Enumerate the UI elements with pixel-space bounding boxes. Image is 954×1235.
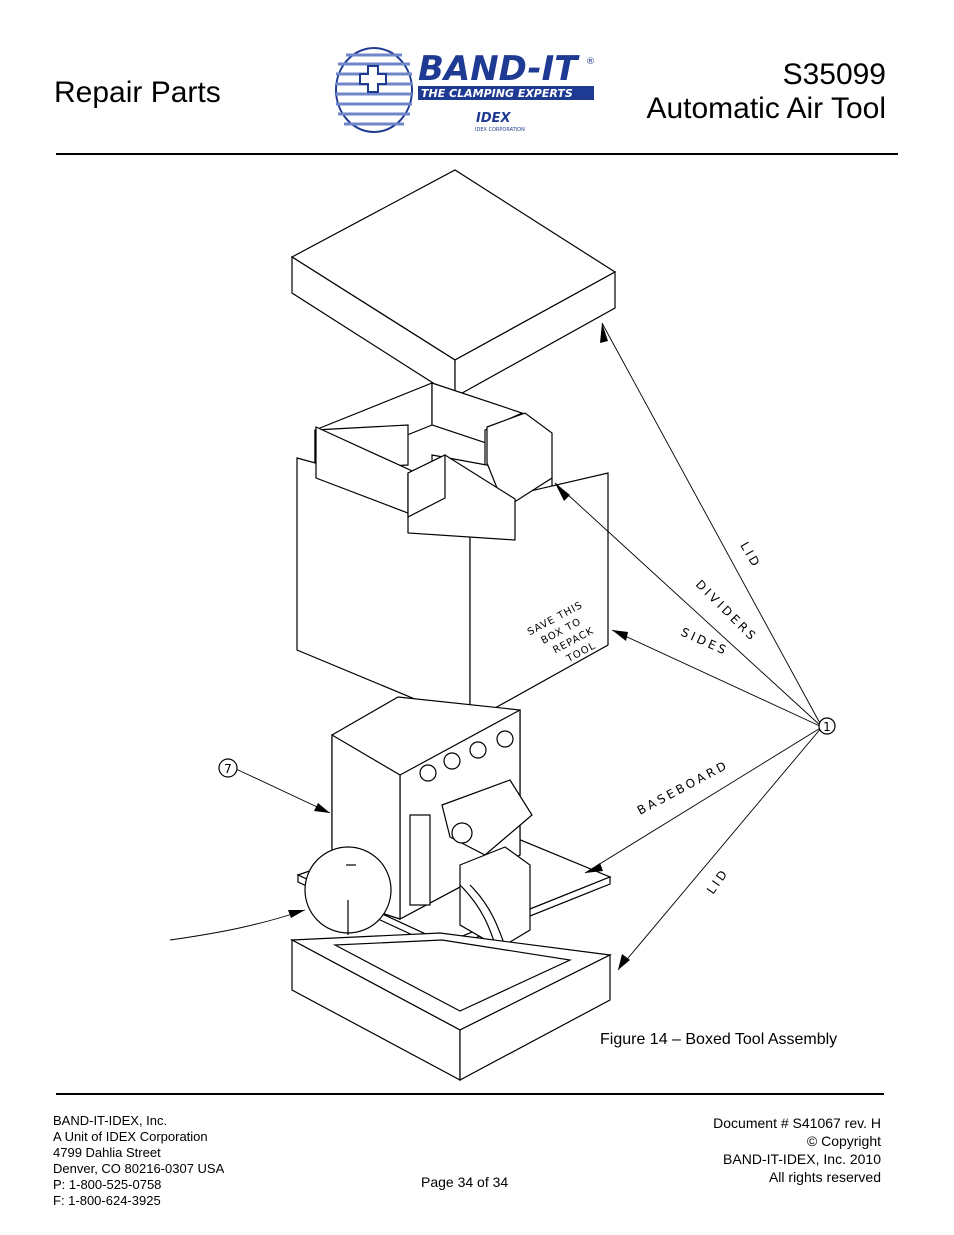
part-number: S35099 (782, 58, 886, 91)
company-phone: P: 1-800-525-0758 (53, 1177, 162, 1192)
svg-text:IDEX: IDEX (476, 111, 512, 126)
callout-item-7: 7 (218, 758, 238, 778)
label-lid-top: LID (737, 540, 763, 572)
svg-text:®: ® (586, 57, 595, 67)
company-name: BAND-IT-IDEX, Inc. (53, 1113, 168, 1128)
copyright-holder: BAND-IT-IDEX, Inc. 2010 (723, 1151, 881, 1167)
label-sides: SIDES (679, 625, 731, 658)
tool-name: Automatic Air Tool (646, 92, 886, 125)
footer-rule (56, 1093, 884, 1095)
callout-item-1: 1 (818, 717, 836, 735)
company-address: BAND-IT-IDEX, Inc. A Unit of IDEX Corpor… (53, 1113, 224, 1209)
company-city: Denver, CO 80216-0307 USA (53, 1161, 225, 1176)
boxed-tool-assembly-drawing: 1 7 SAVE THIS BOX TO REPACK TOOL LID DIV… (169, 169, 836, 1082)
document-info: Document # S41067 rev. H © Copyright BAN… (713, 1114, 881, 1186)
svg-text:THE CLAMPING EXPERTS: THE CLAMPING EXPERTS (421, 87, 573, 100)
svg-text:BAND-IT: BAND-IT (418, 49, 580, 89)
svg-text:7: 7 (224, 762, 232, 776)
page-number: Page 34 of 34 (421, 1174, 509, 1190)
company-fax: F: 1-800-624-3925 (53, 1193, 161, 1208)
company-street: 4799 Dahlia Street (53, 1145, 161, 1160)
svg-text:1: 1 (823, 720, 831, 734)
label-lid-bottom: LID (704, 865, 732, 896)
sides-box-drawing (296, 382, 609, 724)
document-number: Document # S41067 rev. H (713, 1115, 881, 1131)
lid-top-drawing (290, 169, 617, 399)
page-title: Repair Parts (54, 76, 221, 109)
figure-caption: Figure 14 – Boxed Tool Assembly (600, 1031, 838, 1048)
band-it-logo: BAND-IT ® THE CLAMPING EXPERTS IDEX IDEX… (335, 47, 595, 133)
header-rule (56, 153, 898, 155)
copyright: © Copyright (806, 1133, 881, 1149)
document-title: S35099 Automatic Air Tool (646, 58, 886, 126)
globe-icon (335, 47, 413, 133)
label-baseboard: BASEBOARD (635, 758, 731, 818)
svg-text:IDEX CORPORATION: IDEX CORPORATION (475, 127, 525, 133)
lid-bottom-drawing (289, 932, 613, 1082)
rights-reserved: All rights reserved (768, 1169, 881, 1185)
company-parent: A Unit of IDEX Corporation (53, 1129, 208, 1144)
